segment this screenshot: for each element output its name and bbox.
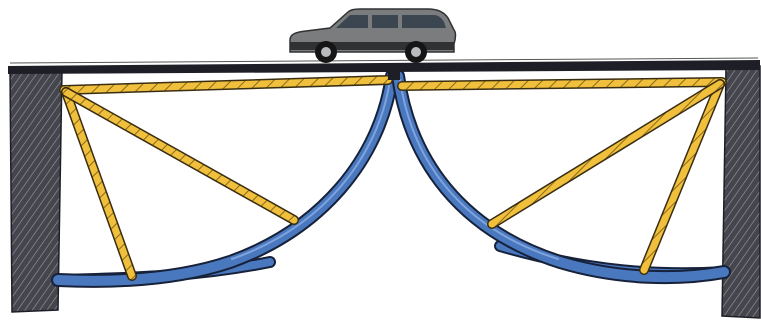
car-icon <box>290 9 456 63</box>
car-window-rear <box>402 15 446 28</box>
arches <box>58 76 724 281</box>
right-pier-body <box>722 66 760 318</box>
right-diagonal-tie <box>492 84 720 224</box>
car-trim <box>290 42 454 50</box>
tension-members <box>64 80 722 276</box>
car-window-front <box>372 15 398 28</box>
deck-joint <box>388 66 400 80</box>
right-pier <box>722 66 760 318</box>
right-top-tie <box>402 82 722 86</box>
left-top-tie <box>64 80 388 90</box>
